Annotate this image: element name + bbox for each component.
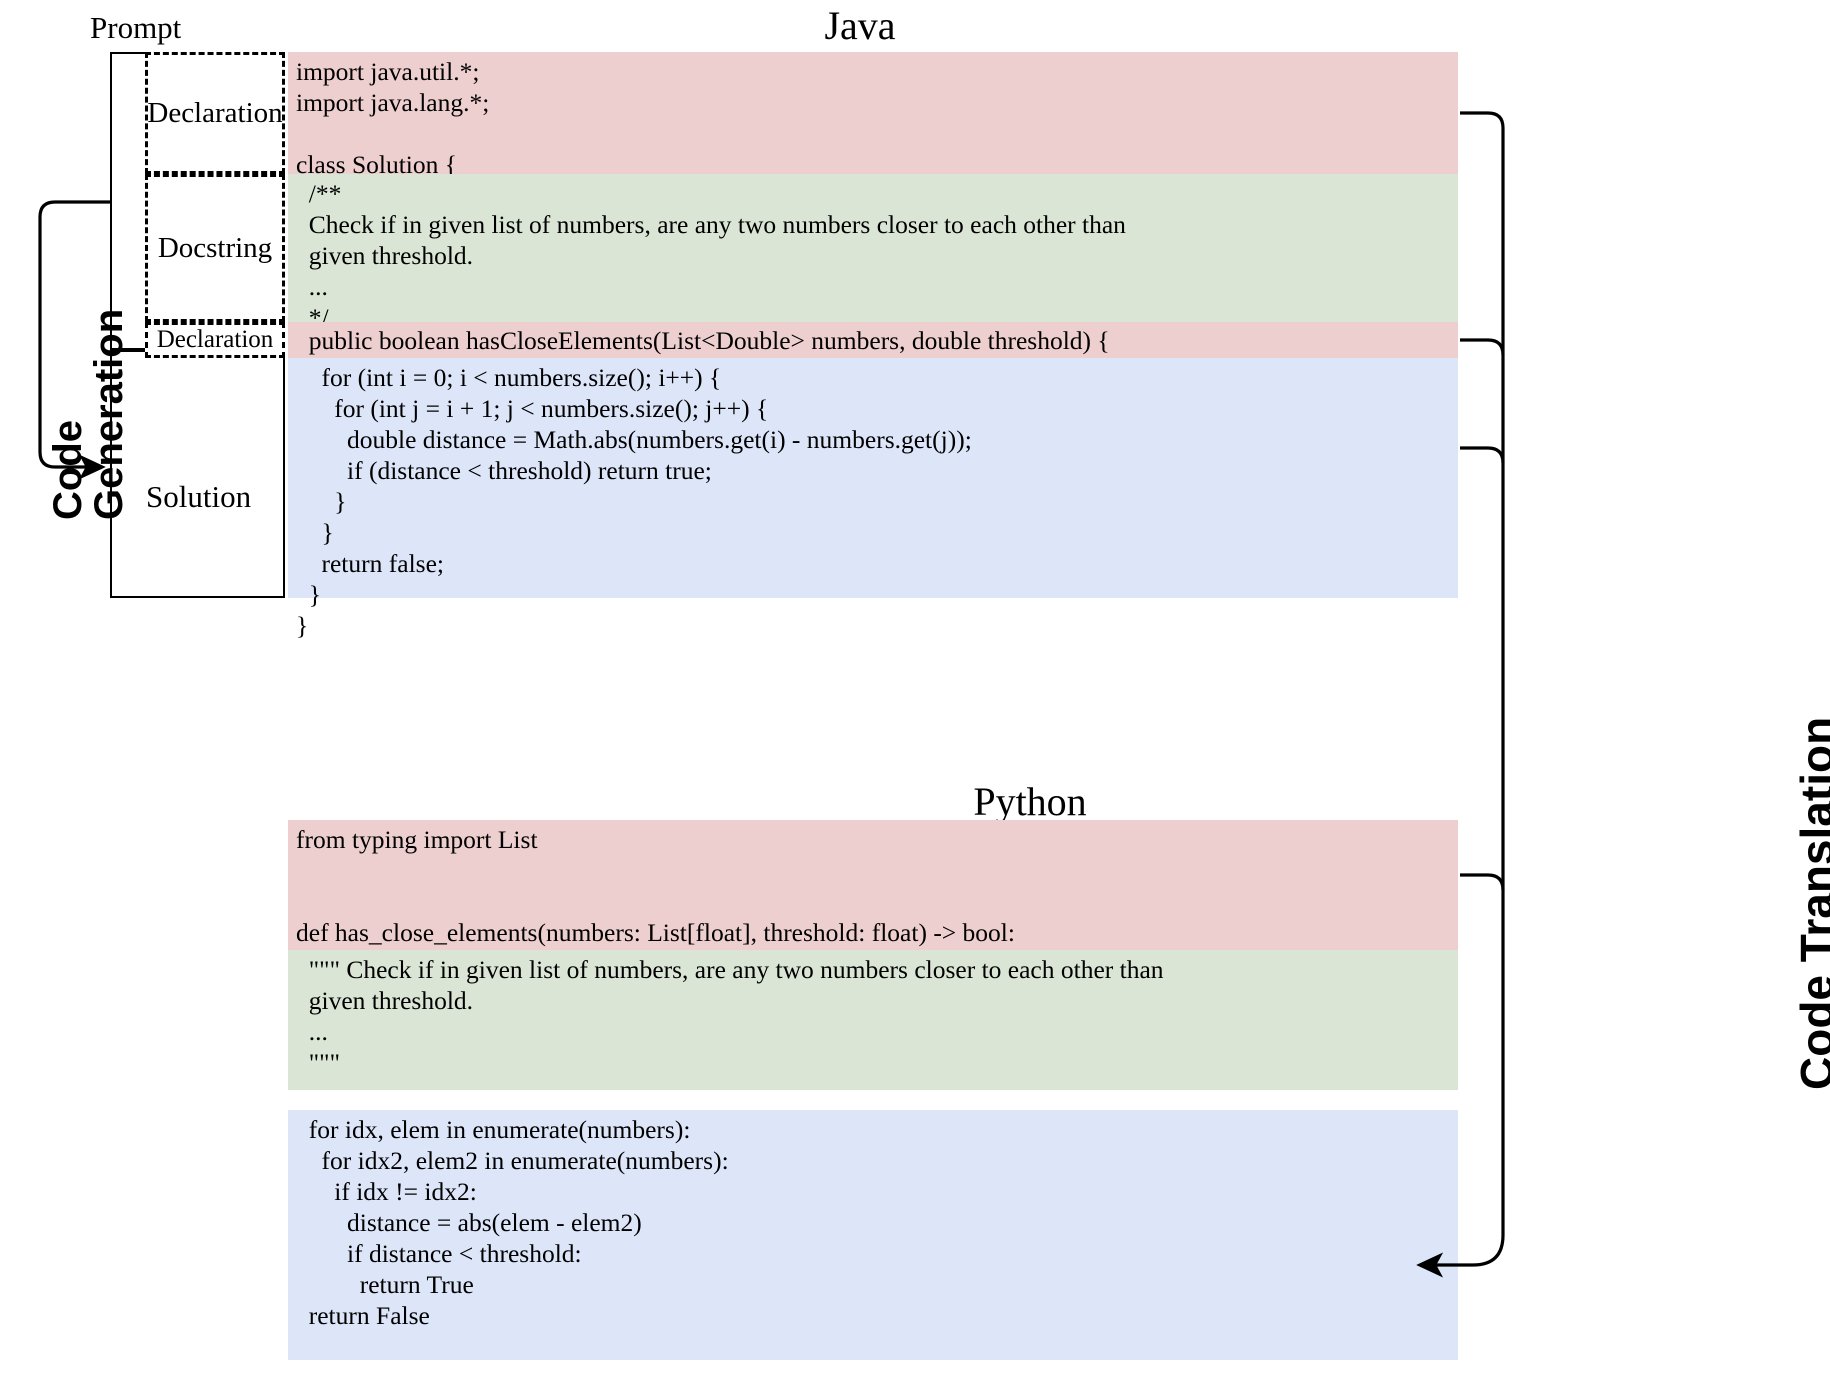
code-translation-branch-signature — [1460, 338, 1505, 356]
code-generation-label: Code Generation — [46, 308, 131, 520]
docstring-label: Docstring — [157, 231, 273, 264]
declaration-top-label: Declaration — [147, 96, 283, 129]
java-declaration-top-code: import java.util.*; import java.lang.*; … — [288, 52, 1458, 179]
declaration-bottom-box: Declaration — [145, 322, 285, 358]
code-translation-label: Code Translation — [1791, 716, 1830, 1090]
java-section-title: Java — [824, 3, 896, 48]
java-declaration-bottom-code: public boolean hasCloseElements(List<Dou… — [288, 322, 1458, 358]
code-translation-branch-solution — [1460, 446, 1505, 464]
code-generation-line2: Generation — [86, 308, 131, 520]
declaration-bottom-label: Declaration — [156, 326, 274, 353]
prompt-outer-box — [110, 52, 145, 350]
solution-box — [110, 350, 285, 598]
java-solution-code: for (int i = 0; i < numbers.size(); i++)… — [288, 358, 1458, 640]
python-solution-code: for idx, elem in enumerate(numbers): for… — [288, 1110, 1458, 1360]
prompt-label: Prompt — [90, 10, 182, 45]
python-declaration-code: from typing import List def has_close_el… — [288, 820, 1458, 950]
docstring-box: Docstring — [145, 174, 285, 322]
solution-label: Solution — [146, 479, 252, 514]
declaration-top-box: Declaration — [145, 52, 285, 174]
code-generation-line1: Code — [46, 420, 90, 520]
java-docstring-code: /** Check if in given list of numbers, a… — [288, 174, 1458, 332]
python-docstring-code: """ Check if in given list of numbers, a… — [288, 950, 1458, 1090]
code-translation-branch-python-declaration — [1460, 873, 1505, 891]
python-section-title: Python — [973, 779, 1087, 824]
